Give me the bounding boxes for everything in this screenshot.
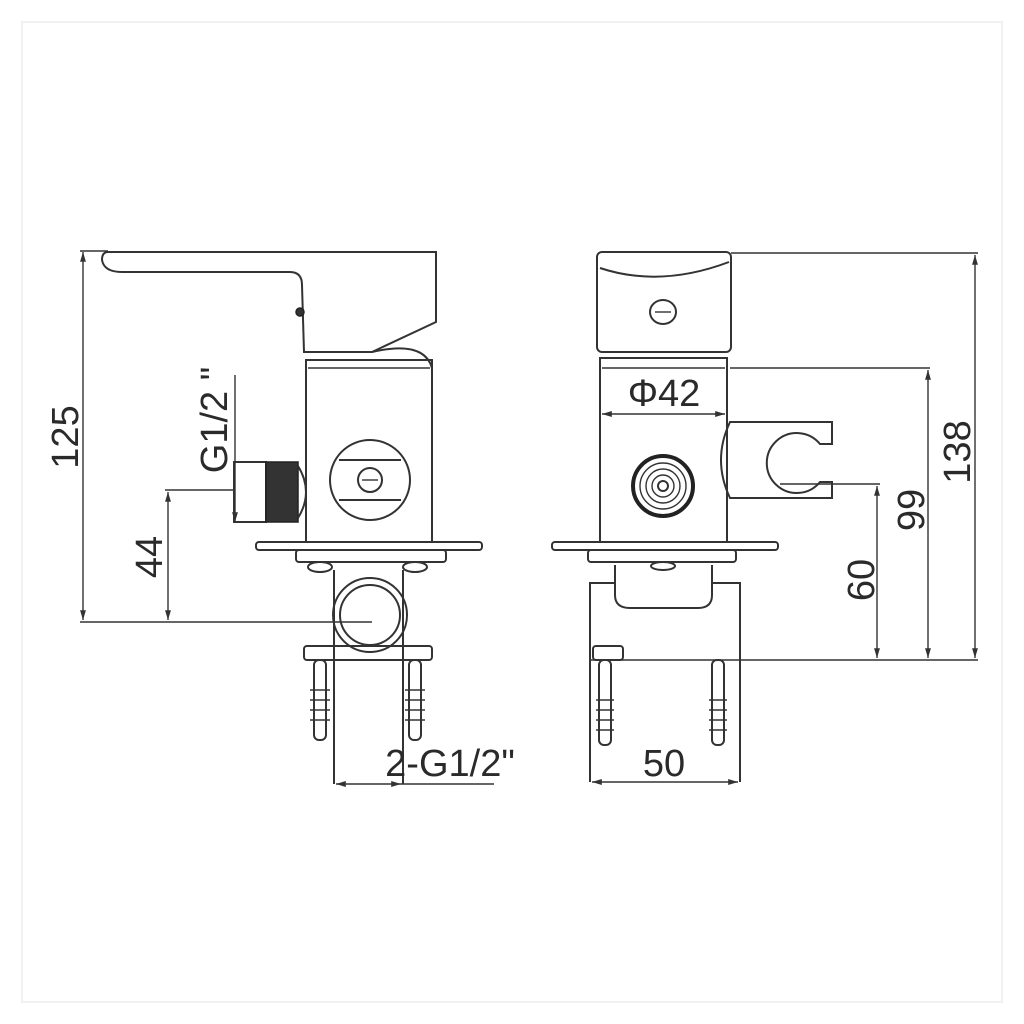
side-view: 125 44 G1/2 " 2-G1/2" [45, 250, 515, 787]
dimension-50: 50 [592, 743, 738, 785]
dim-label-50: 50 [643, 743, 685, 785]
dimension-44: 44 [129, 489, 234, 620]
inlet-fitting [233, 461, 307, 523]
dim-label-125: 125 [45, 405, 87, 468]
outlet-nozzle [631, 454, 695, 518]
pipe-connection [303, 570, 433, 784]
dim-label-2-g12: 2-G1/2" [385, 743, 515, 785]
dimension-99: 99 [730, 367, 933, 658]
dim-label-phi42: Φ42 [628, 373, 701, 415]
mounting-plate [255, 541, 483, 573]
dim-label-138: 138 [937, 420, 979, 483]
handle-front [596, 251, 732, 353]
dimension-60: 60 [780, 483, 883, 658]
screw-icon [357, 467, 383, 493]
dim-label-99: 99 [891, 489, 933, 531]
mounting-plate-front [551, 541, 978, 782]
handle-screw-icon [295, 307, 305, 317]
dimension-g12: G1/2 " [194, 367, 238, 522]
dim-label-44: 44 [129, 536, 171, 578]
page-frame [21, 21, 1003, 1003]
valve-body [305, 359, 433, 543]
handle-screw-icon [649, 299, 677, 325]
dimension-phi42: Φ42 [602, 373, 725, 417]
front-view: Φ42 50 60 99 138 [551, 251, 979, 785]
dimension-2-g12: 2-G1/2" [336, 743, 515, 787]
cover-disc [329, 439, 411, 521]
wall-anchor [310, 659, 425, 741]
body-front [599, 357, 728, 543]
wall-anchor-front [596, 659, 727, 746]
lever-handle [100, 251, 437, 369]
shower-holder [720, 421, 833, 499]
dim-label-60: 60 [841, 559, 883, 601]
dimension-138: 138 [731, 252, 979, 658]
dimension-125: 125 [45, 250, 372, 623]
dim-label-g12: G1/2 " [194, 367, 236, 473]
